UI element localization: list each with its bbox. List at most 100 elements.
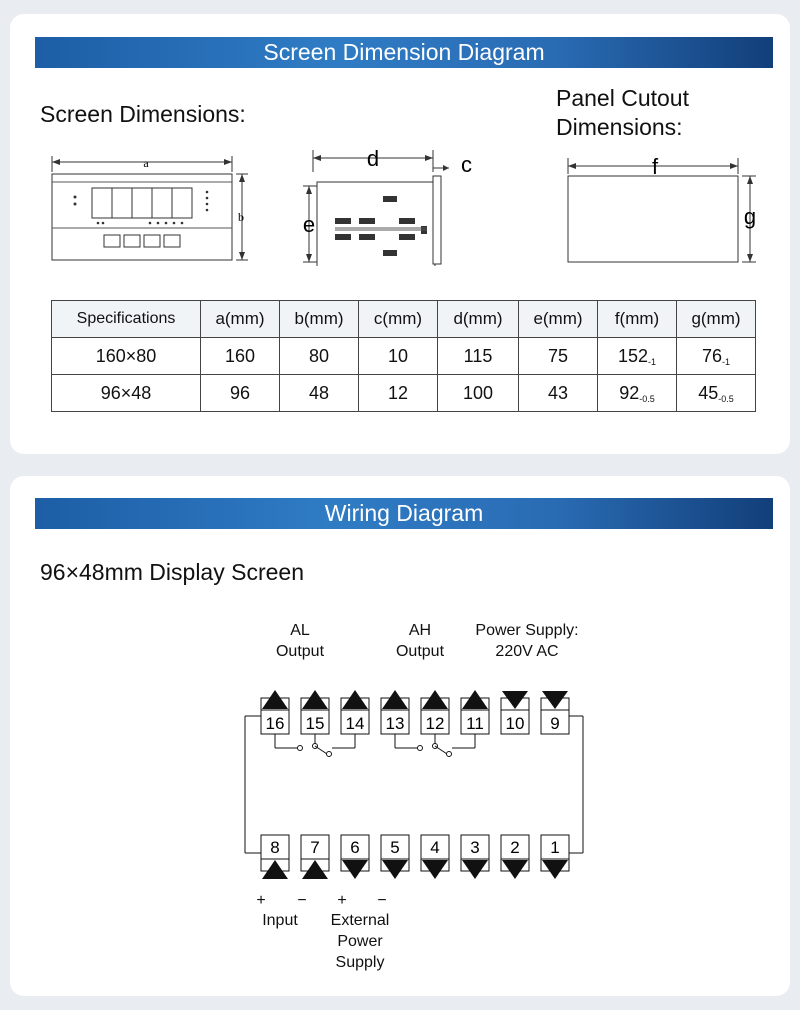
external-power-label-line3: Supply	[335, 954, 385, 971]
cell-f: 92-0.5	[597, 374, 677, 412]
terminal-number: 12	[426, 714, 445, 733]
cell-g: 45-0.5	[676, 374, 756, 412]
header-a: a(mm)	[200, 300, 280, 338]
dim-label-a: a	[143, 156, 149, 170]
terminal-arrow-down	[502, 860, 528, 879]
terminal-arrow-up	[302, 690, 328, 709]
cell-c: 12	[358, 374, 438, 412]
relay-contact	[326, 751, 332, 757]
cell-spec: 96×48	[51, 374, 201, 412]
cell-c: 10	[358, 337, 438, 375]
terminal-number: 10	[506, 714, 525, 733]
terminal-arrow-down	[342, 860, 368, 879]
terminal-arrow-down	[422, 860, 448, 879]
header-g: g(mm)	[676, 300, 756, 338]
header-specifications: Specifications	[51, 300, 201, 338]
dim-label-g: g	[744, 204, 756, 229]
terminal-number: 16	[266, 714, 285, 733]
cell-spec: 160×80	[51, 337, 201, 375]
terminal-arrow-down	[502, 691, 528, 709]
terminal-arrow-up	[462, 690, 488, 709]
dim-label-e: e	[303, 212, 315, 237]
al-output-label-line2: Output	[275, 643, 325, 660]
cell-a: 160	[200, 337, 280, 375]
cell-g-value: 45	[698, 382, 719, 403]
cell-g-value: 76	[701, 345, 722, 366]
header-b: b(mm)	[279, 300, 359, 338]
relay-contact	[417, 745, 423, 751]
external-minus-sign: −	[377, 892, 387, 909]
cell-e: 75	[518, 337, 598, 375]
power-supply-label-line2: 220V AC	[495, 643, 559, 660]
relay-switch-arm	[434, 745, 448, 755]
terminal-number: 1	[550, 838, 559, 857]
wiring-diagram: 16 8 15 7 14 6 13 5 12 4 11 3 10 2 9 1	[244, 690, 584, 879]
terminal-number: 4	[430, 838, 439, 857]
panel-cutout-heading-line1: Panel Cutout	[556, 85, 689, 111]
cell-g: 76-1	[676, 337, 756, 375]
dim-label-c: c	[461, 152, 472, 177]
input-plus-sign: +	[256, 892, 266, 909]
terminal-number: 14	[346, 714, 365, 733]
side-view-diagram: d c e	[303, 146, 472, 266]
dim-label-b: b	[238, 210, 244, 224]
cell-f-tolerance: -0.5	[639, 393, 655, 404]
header-e: e(mm)	[518, 300, 598, 338]
terminal-number: 11	[466, 714, 484, 733]
terminal-arrow-up	[262, 860, 288, 879]
input-label: Input	[262, 912, 298, 929]
terminal-number: 3	[470, 838, 479, 857]
terminal-number: 15	[306, 714, 325, 733]
terminal-number: 13	[386, 714, 405, 733]
terminal-number: 7	[310, 838, 319, 857]
terminal-box	[300, 834, 330, 872]
terminal-arrow-up	[262, 690, 288, 709]
external-power-label-line2: Power	[337, 933, 383, 950]
wiring-banner: Wiring Diagram	[35, 498, 773, 529]
al-output-label-line1: AL	[290, 622, 310, 639]
cell-b: 80	[279, 337, 359, 375]
terminal-arrow-up	[422, 690, 448, 709]
cell-f-value: 152	[617, 345, 649, 366]
screen-dimensions-heading: Screen Dimensions:	[40, 101, 246, 127]
cell-d: 115	[437, 337, 519, 375]
specifications-table: Specifications a(mm) b(mm) c(mm) d(mm) e…	[51, 300, 756, 412]
terminal-arrow-down	[542, 691, 568, 709]
terminal-arrow-up	[342, 690, 368, 709]
terminal-arrow-up	[302, 860, 328, 879]
relay-switch-arm	[314, 745, 328, 755]
wiring-card: Wiring Diagram 96×48mm Display Screen AL…	[10, 476, 790, 996]
cell-a: 96	[200, 374, 280, 412]
cell-f-value: 92	[619, 382, 640, 403]
terminal-arrow-down	[462, 860, 488, 879]
external-plus-sign: +	[337, 892, 347, 909]
wiring-subtitle: 96×48mm Display Screen	[40, 559, 304, 585]
dimension-card: Screen Dimension Diagram Screen Dimensio…	[10, 14, 790, 454]
header-f: f(mm)	[597, 300, 677, 338]
header-d: d(mm)	[437, 300, 519, 338]
terminal-number: 2	[510, 838, 519, 857]
terminal-number: 8	[270, 838, 279, 857]
external-power-label-line1: External	[330, 912, 390, 929]
cell-d: 100	[437, 374, 519, 412]
table-row: 160×80 160 80 10 115 75 152-1 76-1	[51, 337, 756, 375]
front-view-diagram: a b	[51, 156, 248, 261]
panel-cutout-heading-line2: Dimensions:	[556, 114, 683, 140]
cell-b: 48	[279, 374, 359, 412]
cell-g-tolerance: -0.5	[718, 393, 734, 404]
cell-g-tolerance: -1	[722, 356, 731, 367]
cell-e: 43	[518, 374, 598, 412]
terminal-arrow-down	[542, 860, 568, 879]
dim-label-d: d	[367, 146, 379, 171]
terminal-number: 9	[550, 714, 559, 733]
panel-cutout-diagram: f g	[567, 154, 756, 263]
terminal-number: 6	[350, 838, 359, 857]
terminal-number: 5	[390, 838, 399, 857]
power-supply-label-line1: Power Supply:	[475, 622, 579, 639]
cell-f-tolerance: -1	[648, 356, 657, 367]
terminal-arrow-up	[382, 690, 408, 709]
cell-f: 152-1	[597, 337, 677, 375]
terminal-arrow-down	[382, 860, 408, 879]
ah-output-label-line2: Output	[395, 643, 445, 660]
relay-contact	[297, 745, 303, 751]
